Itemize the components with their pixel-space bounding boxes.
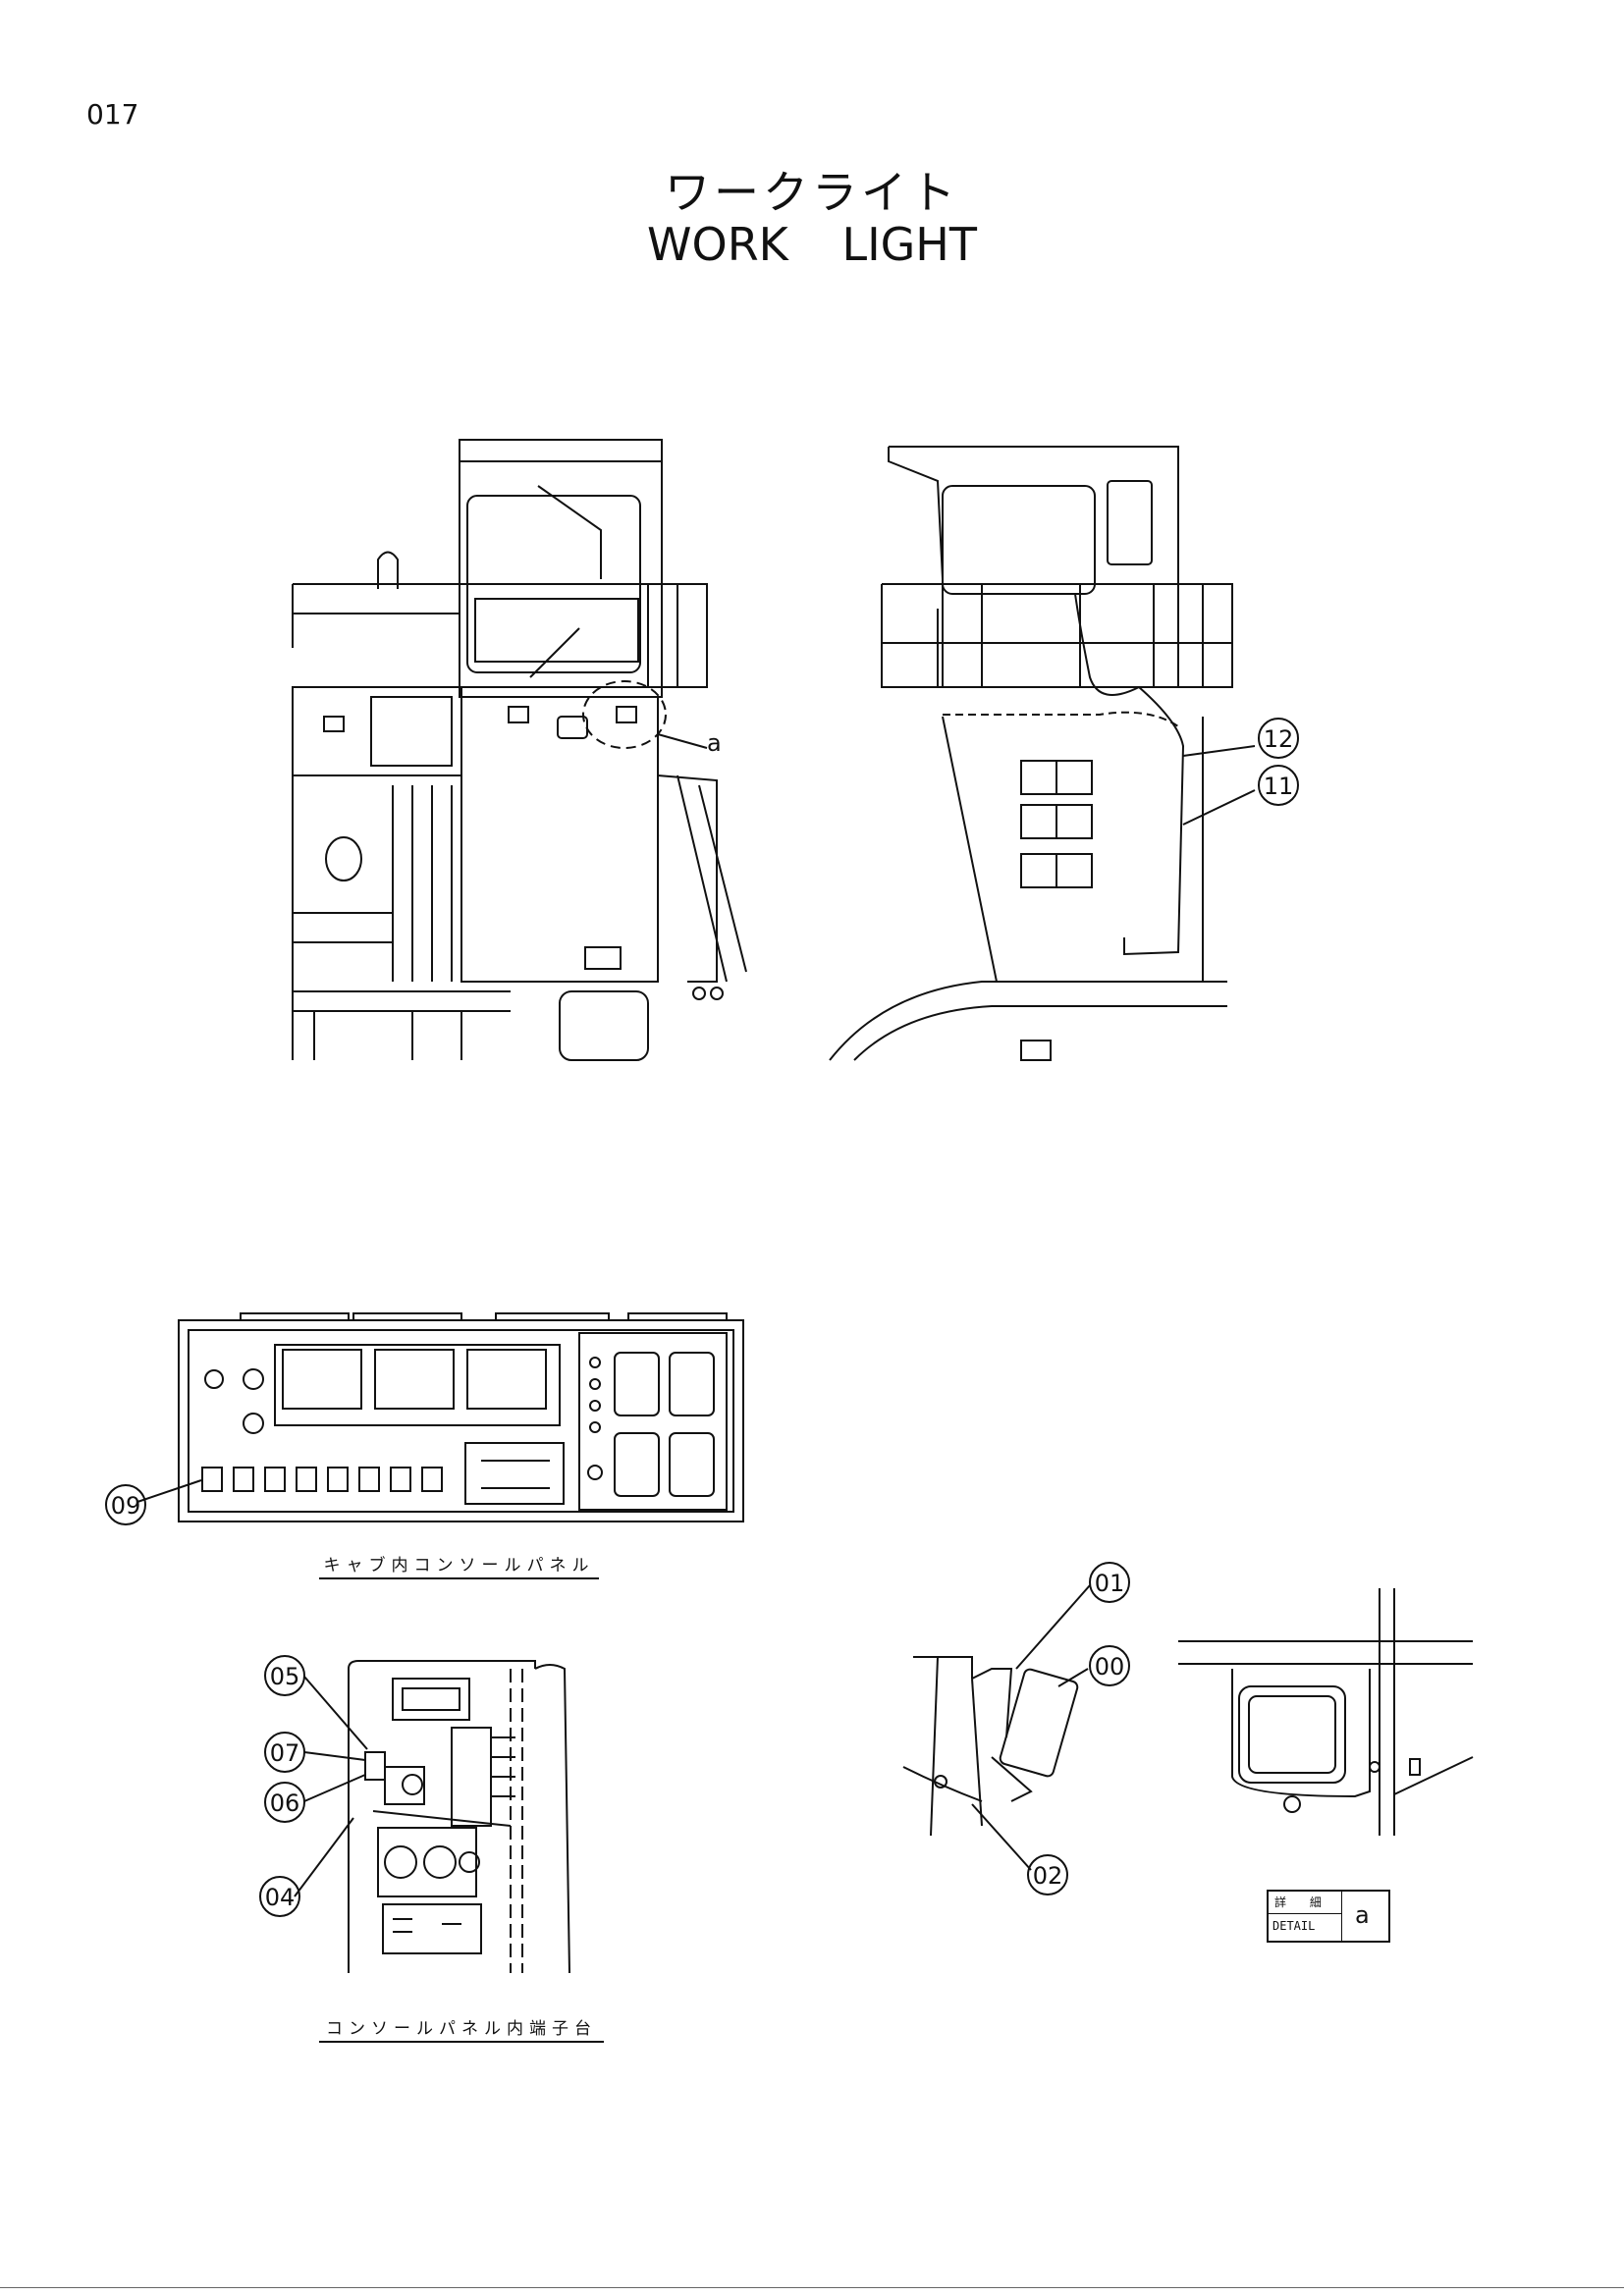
callout-04-label: 04	[265, 1884, 296, 1911]
callout-12-label: 12	[1264, 725, 1294, 753]
caption-console-panel: キャブ内コンソールパネル	[319, 1551, 599, 1579]
detail-ref-label: a	[707, 729, 722, 757]
callout-12: 12	[1258, 718, 1299, 759]
detail-divider	[1269, 1913, 1341, 1914]
title-japanese: ワークライト	[665, 166, 959, 219]
cab-front-view: a	[292, 439, 747, 1061]
callout-11: 11	[1258, 765, 1299, 806]
title-english: WORK LIGHT	[647, 218, 977, 271]
page-number: 017	[86, 98, 139, 131]
console-panel-drawing	[136, 1312, 744, 1522]
cab-side-view	[829, 446, 1256, 1061]
caption-terminal-block: コンソールパネル内端子台	[319, 2014, 604, 2043]
detail-label-en: DETAIL	[1272, 1919, 1316, 1933]
callout-02: 02	[1027, 1854, 1068, 1896]
detail-a-drawing	[1178, 1588, 1474, 1836]
callout-04: 04	[259, 1876, 300, 1917]
callout-05: 05	[264, 1655, 305, 1696]
work-light-side-drawing	[902, 1584, 1091, 1871]
bottom-rule	[0, 2287, 1624, 2288]
terminal-block-drawing	[294, 1660, 570, 1974]
callout-02-label: 02	[1033, 1862, 1063, 1890]
detail-a-label-box: 詳 細 DETAIL a	[1267, 1890, 1390, 1943]
callout-01: 01	[1089, 1562, 1130, 1603]
callout-01-label: 01	[1095, 1570, 1125, 1597]
callout-09: 09	[105, 1484, 146, 1525]
callout-07: 07	[264, 1732, 305, 1773]
callout-06: 06	[264, 1782, 305, 1823]
callout-07-label: 07	[270, 1739, 300, 1767]
callout-00-label: 00	[1095, 1653, 1125, 1681]
callout-11-label: 11	[1264, 773, 1294, 800]
callout-05-label: 05	[270, 1663, 300, 1690]
detail-divider-vertical	[1341, 1892, 1342, 1941]
callout-06-label: 06	[270, 1789, 300, 1817]
callout-00: 00	[1089, 1645, 1130, 1686]
detail-label-jp: 詳 細	[1274, 1896, 1331, 1909]
callout-09-label: 09	[111, 1492, 141, 1520]
detail-letter: a	[1355, 1901, 1370, 1929]
